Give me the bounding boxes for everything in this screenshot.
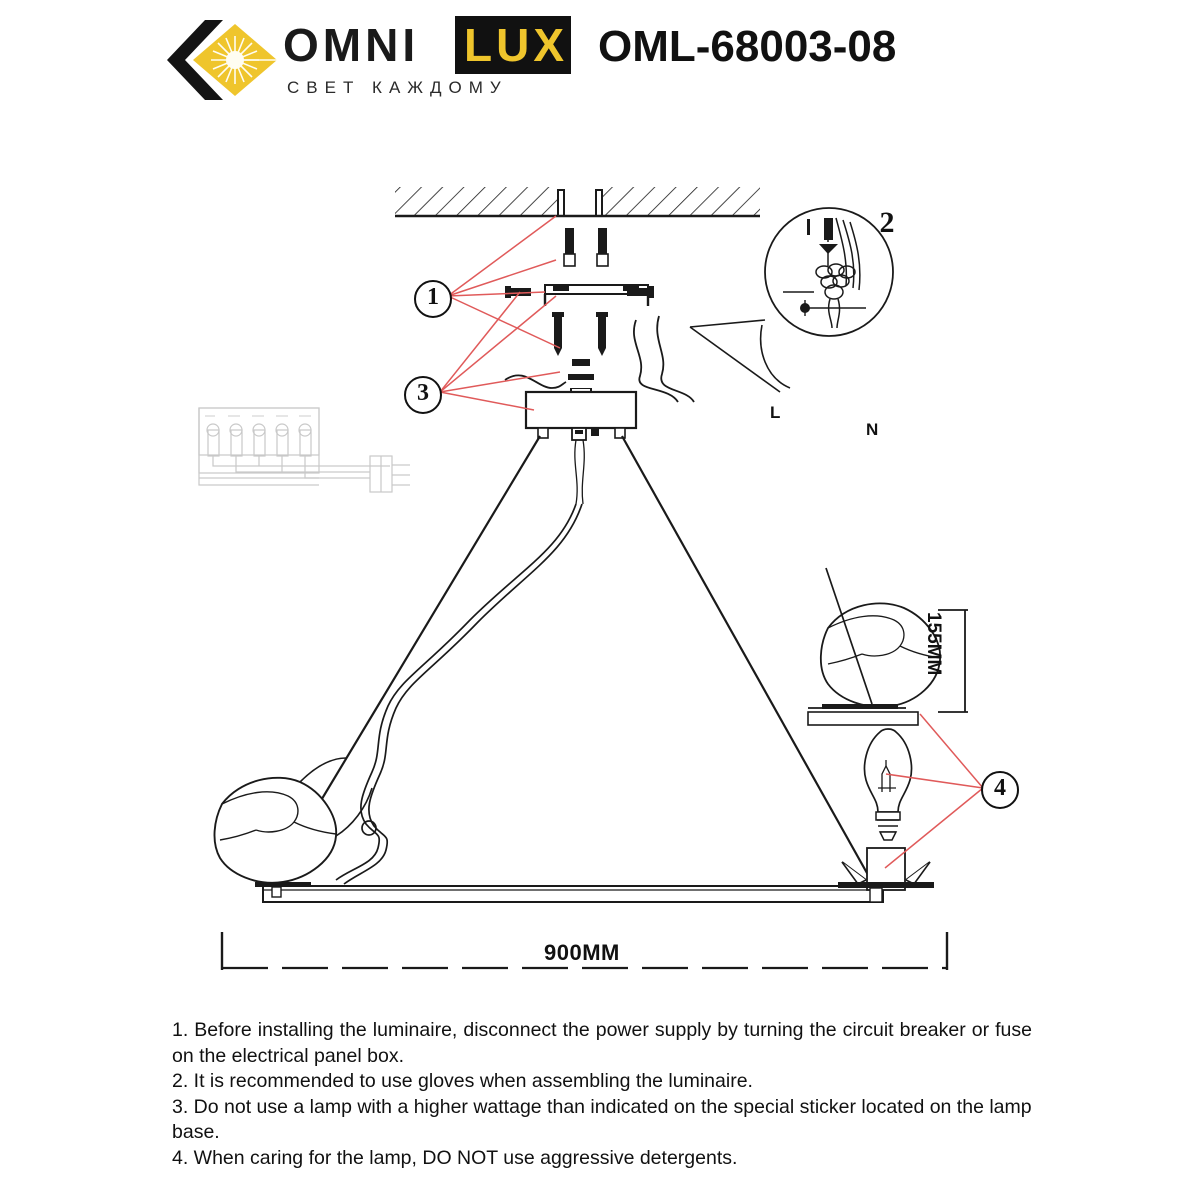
- shade-detail-right: [807, 567, 968, 726]
- logo-lux-text: LUX: [464, 19, 568, 71]
- loose-wires: [504, 315, 695, 403]
- width-dimension-label: 900MM: [540, 940, 624, 966]
- page-header: OMNI LUX СВЕТ КАЖДОМУ OML-68003-08: [0, 0, 1200, 120]
- wall-anchor-parts: [563, 228, 609, 267]
- diagram-svg: [198, 185, 984, 970]
- callout-marker-4[interactable]: 4: [981, 771, 1019, 809]
- horizontal-bar: [262, 885, 884, 903]
- screw-vertical-left: [552, 312, 564, 356]
- instruction-item-4: 4. When caring for the lamp, DO NOT use …: [172, 1146, 738, 1169]
- callout-marker-2[interactable]: 2: [879, 206, 895, 239]
- terminal-block-schematic: [198, 407, 410, 493]
- omnilux-logo-icon: [167, 20, 277, 100]
- wire-connection-detail-bubble: [689, 207, 894, 393]
- small-fastener-parts: [568, 357, 594, 394]
- safety-instructions: 1. Before installing the luminaire, disc…: [172, 1018, 1032, 1171]
- screw-vertical-right: [596, 312, 608, 356]
- brand-logo: OMNI LUX СВЕТ КАЖДОМУ: [165, 12, 571, 108]
- instruction-item-3: 3. Do not use a lamp with a higher watta…: [172, 1095, 1032, 1144]
- left-lamp-shade: [213, 757, 373, 898]
- width-dimension-line: [220, 932, 949, 970]
- callout-marker-3[interactable]: 3: [404, 376, 442, 414]
- canopy-box: [524, 390, 638, 505]
- mounting-bracket-group: [505, 284, 654, 356]
- installation-diagram: 1 2 3 4 L N: [0, 120, 1200, 1010]
- instruction-item-2: 2. It is recommended to use gloves when …: [172, 1070, 753, 1092]
- callout-marker-1[interactable]: 1: [414, 280, 452, 318]
- bulb-and-socket: [838, 728, 934, 903]
- model-number: OML-68003-08: [598, 22, 897, 71]
- instruction-item-1: 1. Before installing the luminaire, disc…: [172, 1019, 1032, 1067]
- ceiling-group: [395, 185, 760, 218]
- logo-lux-background: [455, 16, 571, 74]
- wire-label-live: L: [770, 403, 781, 422]
- power-cord: [335, 503, 583, 885]
- logo-omni-text: OMNI: [283, 19, 420, 71]
- wire-label-neutral: N: [866, 420, 879, 439]
- height-dimension-label: 155MM: [923, 612, 944, 676]
- logo-slogan: СВЕТ КАЖДОМУ: [287, 78, 508, 97]
- callout-leader-lines: [439, 215, 984, 869]
